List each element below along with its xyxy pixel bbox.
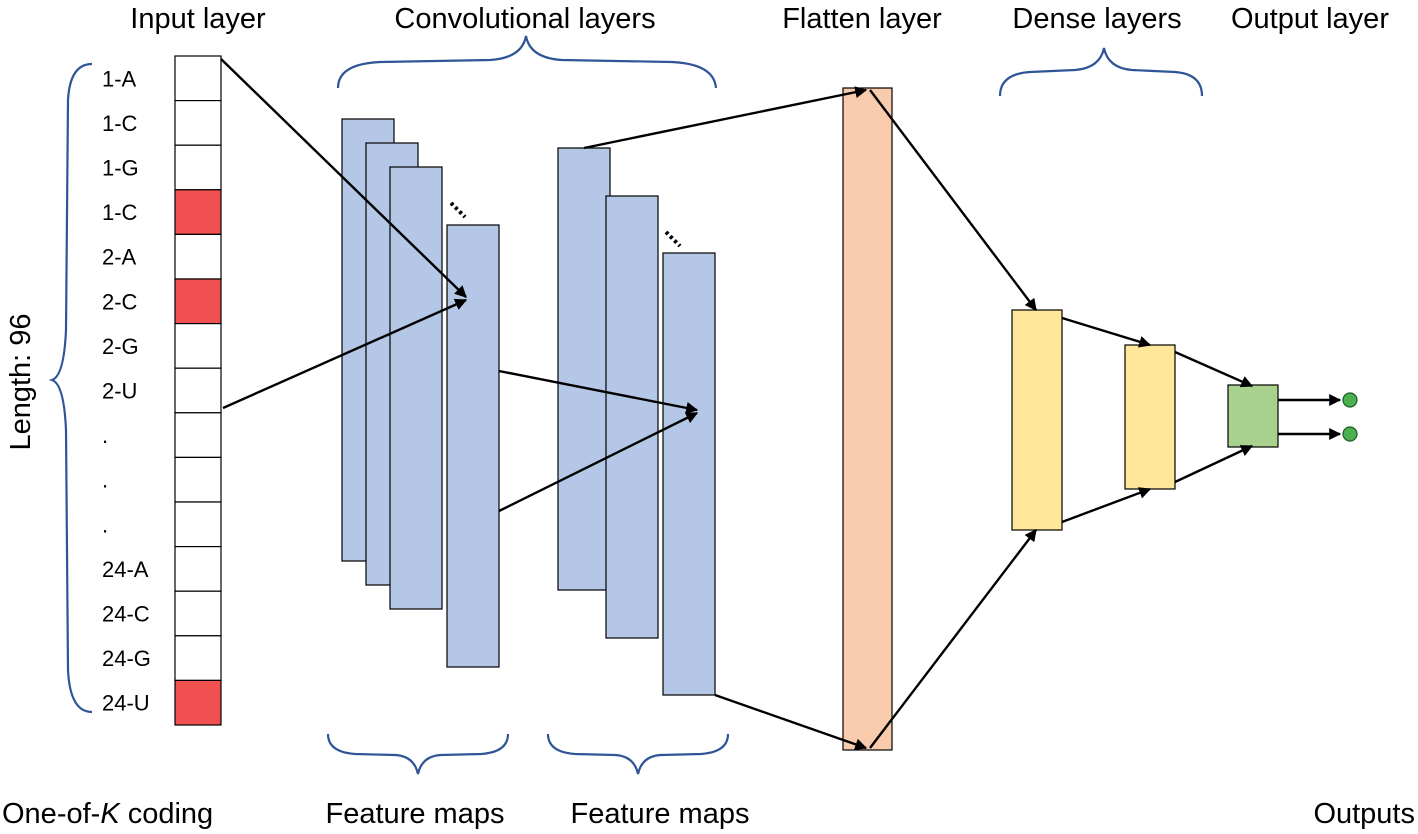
arrow-conv2-to-flatten-bottom [714, 693, 868, 751]
connection-arrows [220, 58, 1342, 751]
feature-maps-label-1: Feature maps [326, 798, 505, 830]
input-row-label: . [102, 512, 108, 537]
ellipsis-dots-2 [664, 230, 682, 248]
arrow-input-to-conv1-top [220, 58, 467, 298]
feature-maps-2-brace [546, 733, 730, 775]
input-cell [174, 545, 222, 592]
output-node-2 [1342, 426, 1358, 442]
input-cell [174, 323, 222, 369]
conv-layers-brace [336, 35, 718, 89]
input-row-label: 24-A [102, 557, 149, 582]
input-cell [174, 456, 222, 503]
input-row-label: 24-U [102, 691, 150, 716]
arrow-dense1-to-dense2-bottom [1061, 487, 1152, 524]
arrow-conv1-to-conv2-bottom [498, 411, 699, 513]
feature-map-2c [662, 252, 716, 696]
input-row-label: 1-C [102, 111, 138, 136]
input-cell [174, 233, 222, 280]
dense-layers-brace [998, 47, 1204, 97]
output-node-1 [1342, 392, 1358, 408]
input-cell [174, 367, 222, 414]
arrow-flatten-to-dense1-top [869, 89, 1037, 311]
input-cell [174, 412, 222, 458]
feature-map-1c [389, 166, 443, 610]
input-row-label: 24-G [102, 646, 151, 671]
feature-maps-label-2: Feature maps [571, 798, 750, 830]
convolutional-layers-heading: Convolutional layers [394, 3, 655, 35]
arrow-dense1-to-dense2-top [1061, 316, 1152, 348]
arrow-dense2-to-output-top [1174, 350, 1254, 388]
feature-map-2b [605, 195, 659, 639]
input-layer-heading: Input layer [130, 3, 266, 35]
output-layer-heading: Output layer [1231, 3, 1389, 35]
arrow-conv1-to-conv2-top [498, 369, 699, 414]
input-cell [174, 679, 222, 726]
arrow-conv2-to-flatten-top [583, 86, 868, 150]
outputs-label: Outputs [1313, 798, 1415, 830]
input-cell [174, 501, 222, 548]
input-row-label: 24-C [102, 602, 150, 627]
input-layer-column: 1-A 1-C 1-G 1-C 2-A 2-C 2-G 2-U... 24-A 24-C 24-G 2… [102, 55, 222, 726]
feature-maps-group-1 [341, 118, 500, 668]
input-cell [174, 278, 222, 325]
input-row-label: . [102, 468, 108, 493]
input-row-label: 1-G [102, 156, 139, 181]
input-row-label: 2-C [102, 289, 138, 314]
input-row-label: 2-G [102, 334, 139, 359]
dense-layer-1 [1011, 309, 1063, 531]
input-row-label: 2-U [102, 379, 137, 404]
feature-maps-group-2 [557, 147, 716, 696]
arrow-input-to-conv1-bottom [222, 298, 468, 410]
feature-map-1d [446, 224, 500, 668]
feature-maps-1-brace [326, 733, 510, 775]
input-row-label: . [102, 423, 108, 448]
input-row-label: 2-A [102, 245, 137, 270]
input-cell [174, 144, 222, 191]
input-row-label: 1-C [102, 200, 138, 225]
length-brace [48, 62, 93, 714]
one-of-k-coding-label: One-of-K coding [2, 798, 213, 830]
ellipsis-dots-1 [449, 201, 467, 219]
length-label: Length: 96 [5, 313, 37, 450]
flatten-layer-bar [842, 87, 893, 751]
arrow-flatten-to-dense1-bottom [869, 529, 1037, 749]
flatten-layer-heading: Flatten layer [782, 3, 942, 35]
dense-layers-heading: Dense layers [1012, 3, 1181, 35]
input-cell [174, 99, 222, 146]
arrow-dense2-to-output-bottom [1174, 444, 1254, 484]
input-cell [174, 55, 222, 102]
input-cell [174, 635, 222, 681]
input-cell [174, 590, 222, 637]
output-layer-box [1227, 384, 1279, 448]
input-cell [174, 189, 222, 236]
input-row-label: 1-A [102, 66, 137, 91]
dense-layer-2 [1124, 344, 1176, 490]
feature-map-2a [557, 147, 611, 591]
